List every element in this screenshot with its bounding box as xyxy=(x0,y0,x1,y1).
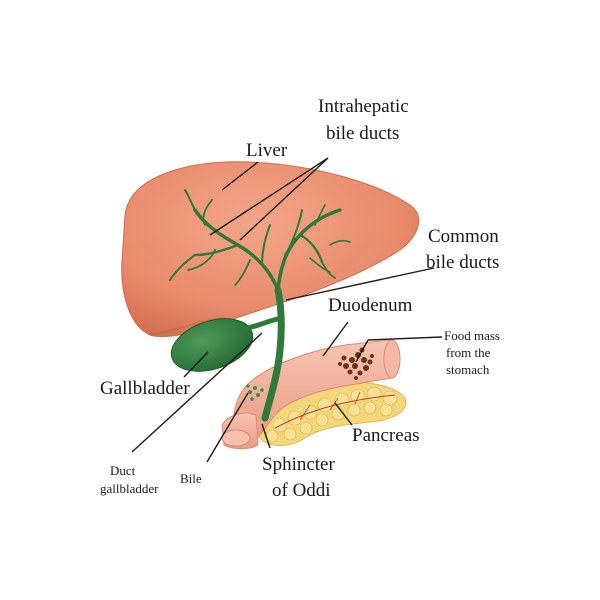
label-gallbladder: Gallbladder xyxy=(100,378,190,399)
label-liver: Liver xyxy=(246,140,288,161)
common-bile-duct xyxy=(237,286,285,422)
label-sphincter-line2: of Oddi xyxy=(272,480,331,501)
label-duct-line2: gallbladder xyxy=(100,481,159,496)
label-food-line1: Food mass xyxy=(444,328,500,343)
label-sphincter-line1: Sphincter xyxy=(262,454,335,475)
label-intrahepatic-line2: bile ducts xyxy=(326,123,399,144)
label-intrahepatic-line1: Intrahepatic xyxy=(318,96,409,117)
liver-shape xyxy=(121,161,420,338)
label-duct-line1: Duct xyxy=(110,463,136,478)
label-bile: Bile xyxy=(180,471,202,486)
label-pancreas: Pancreas xyxy=(352,425,420,446)
food-mass xyxy=(338,347,374,380)
bile-drops xyxy=(246,384,264,401)
leader-lines xyxy=(131,157,443,463)
bile-ducts xyxy=(169,189,351,292)
label-common-line2: bile ducts xyxy=(426,252,499,273)
gallbladder-shape xyxy=(170,318,254,372)
label-food-line3: stomach xyxy=(446,362,490,377)
label-duodenum: Duodenum xyxy=(328,295,413,316)
label-food-line2: from the xyxy=(446,345,491,360)
label-common-line1: Common xyxy=(428,226,499,247)
